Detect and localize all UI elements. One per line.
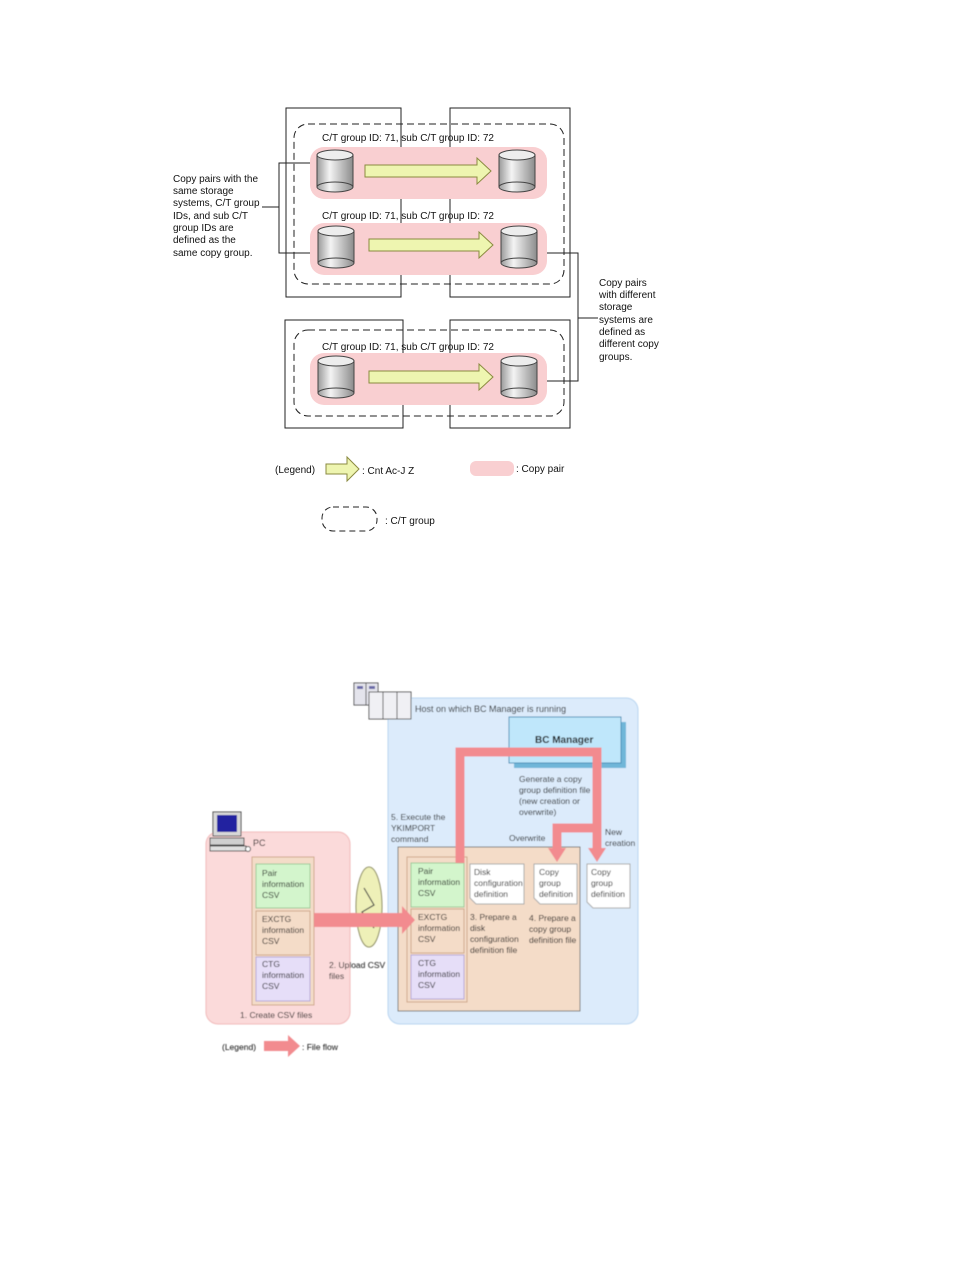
cnt-arrow xyxy=(368,230,494,260)
ct-group-outline-bottom xyxy=(293,329,565,417)
legend-arrow-label: : Cnt Ac-J Z xyxy=(362,466,414,477)
volume-icon xyxy=(317,355,355,399)
copy-pair-row-1 xyxy=(310,147,547,199)
network-icon xyxy=(355,866,383,948)
host-file-exctg-csv xyxy=(410,908,465,954)
pc-file-ctg-text: CTG information CSV xyxy=(262,959,306,991)
legend-group-swatch xyxy=(321,506,378,532)
step2-label: 2. Upload CSV files xyxy=(329,960,388,981)
legend-title: (Legend) xyxy=(275,465,315,476)
copy-group-definition-text-2: Copy group definition xyxy=(591,867,625,899)
figure-csv-import-flow: Host on which BC Manager is running BC M… xyxy=(205,682,639,1057)
pc-file-pair-text: Pair information CSV xyxy=(262,868,306,900)
left-bracket xyxy=(262,162,310,254)
file-flow-upload-arrow xyxy=(314,906,415,934)
flow-legend-label: : File flow xyxy=(302,1042,339,1052)
flow-legend-arrow-icon xyxy=(264,1035,300,1057)
copy-group-definition-doc-2 xyxy=(586,863,631,909)
host-file-pair-text: Pair information CSV xyxy=(418,866,462,898)
ct-group-label-3: C/T group ID: 71, sub C/T group ID: 72 xyxy=(322,342,494,353)
volume-icon xyxy=(500,225,538,269)
host-file-ctg-text: CTG information CSV xyxy=(418,958,462,990)
overwrite-label: Overwrite xyxy=(509,833,546,843)
copy-group-definition-text-1: Copy group definition xyxy=(539,867,573,899)
storage-box-top-left xyxy=(285,107,402,298)
pc-file-exctg-csv xyxy=(255,910,311,956)
copy-group-definition-doc-1 xyxy=(533,863,578,905)
flow-legend-title: (Legend) xyxy=(222,1042,256,1052)
new-creation-label: New creation xyxy=(605,827,636,848)
pc-icon xyxy=(209,811,251,852)
volume-icon xyxy=(498,149,536,193)
bc-manager-label: BC Manager xyxy=(535,735,593,746)
step3-label: 3. Prepare a disk configuration definiti… xyxy=(470,912,521,955)
different-group-note: Copy pairs with different storage system… xyxy=(598,278,662,363)
ct-group-outline-top xyxy=(293,123,565,285)
pc-file-ctg-csv xyxy=(255,956,311,1002)
cnt-arrow xyxy=(368,362,494,392)
copy-pair-row-3 xyxy=(310,353,547,405)
right-bracket xyxy=(547,252,598,382)
host-file-exctg-text: EXCTG information CSV xyxy=(418,912,462,944)
volume-icon xyxy=(317,225,355,269)
copy-pair-row-2 xyxy=(310,223,547,275)
ct-group-label-2: C/T group ID: 71, sub C/T group ID: 72 xyxy=(322,211,494,222)
figure-copy-groups: C/T group ID: 71, sub C/T group ID: 72 C… xyxy=(173,107,662,532)
volume-icon xyxy=(316,149,354,193)
legend-group-label: : C/T group xyxy=(385,516,435,527)
legend-pair-label: : Copy pair xyxy=(516,464,565,475)
disk-config-definition-doc xyxy=(469,863,525,905)
same-group-note: Copy pairs with the same storage systems… xyxy=(173,174,262,259)
legend-pair-swatch xyxy=(470,461,514,476)
step1-label: 1. Create CSV files xyxy=(240,1010,312,1020)
host-file-pair-csv xyxy=(410,862,465,908)
file-flow-bc-arrow xyxy=(455,747,606,863)
host-file-ctg-csv xyxy=(410,954,465,1000)
pc-file-pair-csv xyxy=(255,863,311,909)
generate-note: Generate a copy group definition file (n… xyxy=(519,774,593,817)
disk-config-definition-text: Disk configuration definition xyxy=(474,867,525,899)
storage-box-top-right xyxy=(449,107,571,298)
cnt-arrow xyxy=(364,156,492,186)
legend-arrow-icon xyxy=(325,455,360,483)
volume-icon xyxy=(500,355,538,399)
host-label: Host on which BC Manager is running xyxy=(415,704,566,714)
host-server-icon xyxy=(353,682,412,720)
pc-file-exctg-text: EXCTG information CSV xyxy=(262,914,306,946)
step4-label: 4. Prepare a copy group definition file xyxy=(529,913,578,945)
execute-note: 5. Execute the YKIMPORT command xyxy=(391,812,448,844)
ct-group-label-1: C/T group ID: 71, sub C/T group ID: 72 xyxy=(322,133,494,144)
pc-label: PC xyxy=(253,838,266,848)
